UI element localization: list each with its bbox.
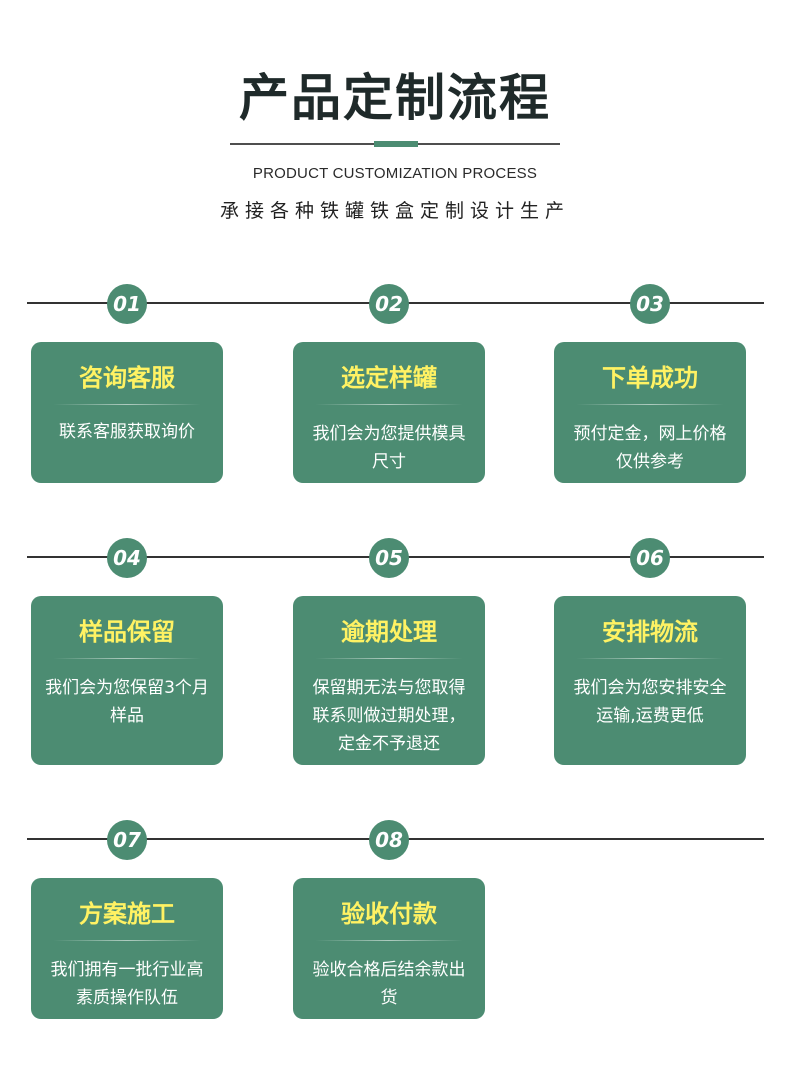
step-2-description: 我们会为您提供模具尺寸 (312, 424, 466, 472)
step-1-description: 联系客服获取询价 (59, 422, 195, 442)
step-4-card: 样品保留 我们会为您保留3个月样品 (31, 596, 223, 765)
step-8-description: 验收合格后结余款出货 (312, 960, 466, 1008)
step-1-title: 咨询客服 (79, 364, 175, 392)
step-1-card: 咨询客服 联系客服获取询价 (31, 342, 223, 483)
step-8-title: 验收付款 (341, 900, 437, 928)
step-6-divider (576, 658, 724, 659)
step-7-divider (53, 940, 201, 941)
step-2-divider (315, 404, 463, 405)
step-7-card: 方案施工 我们拥有一批行业高素质操作队伍 (31, 878, 223, 1019)
title-accent-bar (374, 141, 418, 147)
step-1-number-badge: 01 (107, 284, 147, 324)
step-8-number-badge: 08 (369, 820, 409, 860)
step-3-description: 预付定金，网上价格仅供参考 (573, 424, 727, 472)
step-4-title: 样品保留 (79, 618, 175, 646)
step-6-title: 安排物流 (602, 618, 698, 646)
step-3-divider (576, 404, 724, 405)
subtitle-english: PRODUCT CUSTOMIZATION PROCESS (252, 165, 538, 182)
step-7-description: 我们拥有一批行业高素质操作队伍 (50, 960, 204, 1008)
step-4-number-badge: 04 (107, 538, 147, 578)
step-3-card: 下单成功 预付定金，网上价格仅供参考 (554, 342, 746, 483)
step-8-card: 验收付款 验收合格后结余款出货 (293, 878, 485, 1019)
step-2-card: 选定样罐 我们会为您提供模具尺寸 (293, 342, 485, 483)
subtitle-chinese: 承接各种铁罐铁盒定制设计生产 (219, 200, 570, 222)
step-6-description: 我们会为您安排安全运输,运费更低 (573, 678, 727, 726)
step-5-divider (315, 658, 463, 659)
step-2-title: 选定样罐 (341, 364, 437, 392)
step-5-card: 逾期处理 保留期无法与您取得联系则做过期处理，定金不予退还 (293, 596, 485, 765)
step-7-number-badge: 07 (107, 820, 147, 860)
step-7-title: 方案施工 (79, 900, 175, 928)
step-2-number-badge: 02 (369, 284, 409, 324)
step-6-number-badge: 06 (630, 538, 670, 578)
page-title: 产品定制流程 (239, 69, 551, 127)
step-5-title: 逾期处理 (341, 618, 437, 646)
step-3-title: 下单成功 (602, 364, 698, 392)
step-1-divider (53, 404, 201, 405)
step-4-divider (53, 658, 201, 659)
step-5-number-badge: 05 (369, 538, 409, 578)
step-8-divider (315, 940, 463, 941)
step-4-description: 我们会为您保留3个月样品 (45, 678, 209, 726)
step-5-description: 保留期无法与您取得联系则做过期处理，定金不予退还 (312, 678, 466, 754)
step-3-number-badge: 03 (630, 284, 670, 324)
step-6-card: 安排物流 我们会为您安排安全运输,运费更低 (554, 596, 746, 765)
